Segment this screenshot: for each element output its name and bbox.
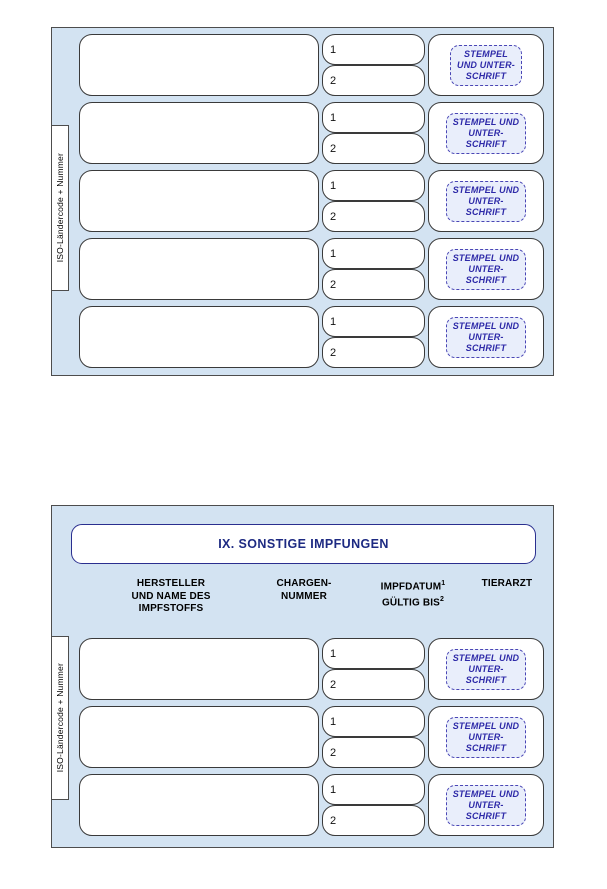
column-header-vaccination-date-line1: IMPFDATUM [380,581,442,593]
row-marker-1: 1 [330,715,337,728]
veterinarian-field[interactable]: STEMPEL UND UNTER- SCHRIFT [428,34,544,96]
page-title: IX. SONSTIGE IMPFUNGEN [218,537,389,551]
vaccination-date-field-1[interactable]: 1 [322,102,425,133]
valid-until-field-2[interactable]: 2 [322,201,425,232]
vaccination-date-field-1[interactable]: 1 [322,306,425,337]
column-header-vaccination-date: IMPFDATUM1 GÜLTIG BIS2 [353,578,473,610]
stamp-and-signature-placeholder: STEMPEL UND UNTER- SCHRIFT [445,316,527,358]
column-header-row: HERSTELLER UND NAME DES IMPFSTOFFS CHARG… [71,578,536,626]
column-header-manufacturer: HERSTELLER UND NAME DES IMPFSTOFFS [131,578,211,614]
vaccine-name-field[interactable] [79,638,319,700]
valid-until-field-2[interactable]: 2 [322,337,425,368]
row-marker-2: 2 [330,814,337,827]
stamp-and-signature-placeholder: STEMPEL UND UNTER- SCHRIFT [445,716,527,758]
row-marker-2: 2 [330,142,337,155]
stamp-and-signature-placeholder: STEMPEL UND UNTER- SCHRIFT [445,248,527,290]
row-marker-2: 2 [330,678,337,691]
column-header-batch-number: CHARGEN- NUMMER [276,578,332,602]
table-row: 1 2 STEMPEL UND UNTER- SCHRIFT [79,306,544,368]
vaccination-date-field-1[interactable]: 1 [322,774,425,805]
row-marker-2: 2 [330,210,337,223]
row-marker-1: 1 [330,247,337,260]
section-title-bar: IX. SONSTIGE IMPFUNGEN [71,524,536,564]
stamp-and-signature-placeholder: STEMPEL UND UNTER- SCHRIFT [445,784,527,826]
vaccine-name-field[interactable] [79,706,319,768]
stamp-and-signature-placeholder: STEMPEL UND UNTER- SCHRIFT [445,180,527,222]
row-marker-2: 2 [330,346,337,359]
veterinarian-field[interactable]: STEMPEL UND UNTER- SCHRIFT [428,306,544,368]
row-marker-1: 1 [330,647,337,660]
stamp-and-signature-placeholder: STEMPEL UND UNTER- SCHRIFT [445,112,527,154]
table-row: 1 2 STEMPEL UND UNTER- SCHRIFT [79,774,544,836]
iso-countrycode-tab-top: ISO-Ländercode + Nummer [51,125,69,291]
vaccination-date-field-1[interactable]: 1 [322,638,425,669]
iso-countrycode-tab-bottom: ISO-Ländercode + Nummer [51,636,69,800]
vaccination-date-field-1[interactable]: 1 [322,706,425,737]
vaccine-name-field[interactable] [79,774,319,836]
row-marker-1: 1 [330,111,337,124]
valid-until-field-2[interactable]: 2 [322,65,425,96]
row-marker-1: 1 [330,179,337,192]
veterinarian-field[interactable]: STEMPEL UND UNTER- SCHRIFT [428,170,544,232]
row-marker-1: 1 [330,315,337,328]
valid-until-field-2[interactable]: 2 [322,269,425,300]
iso-countrycode-tab-label: ISO-Ländercode + Nummer [55,153,65,263]
valid-until-field-2[interactable]: 2 [322,133,425,164]
vaccination-date-field-1[interactable]: 1 [322,170,425,201]
row-marker-2: 2 [330,278,337,291]
table-row: 1 2 STEMPEL UND UNTER- SCHRIFT [79,102,544,164]
footnote-marker-2: 2 [439,595,445,603]
table-row: 1 2 STEMPEL UND UNTER- SCHRIFT [79,706,544,768]
veterinarian-field[interactable]: STEMPEL UND UNTER- SCHRIFT [428,774,544,836]
vaccine-name-field[interactable] [79,34,319,96]
row-marker-1: 1 [330,43,337,56]
table-row: 1 2 STEMPEL UND UNTER- SCHRIFT [79,238,544,300]
stamp-and-signature-placeholder: STEMPEL UND UNTER- SCHRIFT [450,44,522,86]
vaccine-name-field[interactable] [79,306,319,368]
footnote-marker-1: 1 [441,580,446,587]
row-marker-2: 2 [330,74,337,87]
table-row: 1 2 STEMPEL UND UNTER- SCHRIFT [79,34,544,96]
vaccination-date-field-1[interactable]: 1 [322,34,425,65]
row-marker-1: 1 [330,783,337,796]
veterinarian-field[interactable]: STEMPEL UND UNTER- SCHRIFT [428,238,544,300]
valid-until-field-2[interactable]: 2 [322,669,425,700]
column-header-valid-until-line2: GÜLTIG BIS [381,597,440,609]
valid-until-field-2[interactable]: 2 [322,805,425,836]
column-header-veterinarian: TIERARZT [481,578,533,589]
row-marker-2: 2 [330,746,337,759]
iso-countrycode-tab-label: ISO-Ländercode + Nummer [55,663,65,773]
stamp-and-signature-placeholder: STEMPEL UND UNTER- SCHRIFT [445,648,527,690]
vaccine-name-field[interactable] [79,170,319,232]
veterinarian-field[interactable]: STEMPEL UND UNTER- SCHRIFT [428,102,544,164]
veterinarian-field[interactable]: STEMPEL UND UNTER- SCHRIFT [428,638,544,700]
veterinarian-field[interactable]: STEMPEL UND UNTER- SCHRIFT [428,706,544,768]
valid-until-field-2[interactable]: 2 [322,737,425,768]
vaccine-name-field[interactable] [79,102,319,164]
table-row: 1 2 STEMPEL UND UNTER- SCHRIFT [79,170,544,232]
vaccination-date-field-1[interactable]: 1 [322,238,425,269]
table-row: 1 2 STEMPEL UND UNTER- SCHRIFT [79,638,544,700]
vaccine-name-field[interactable] [79,238,319,300]
